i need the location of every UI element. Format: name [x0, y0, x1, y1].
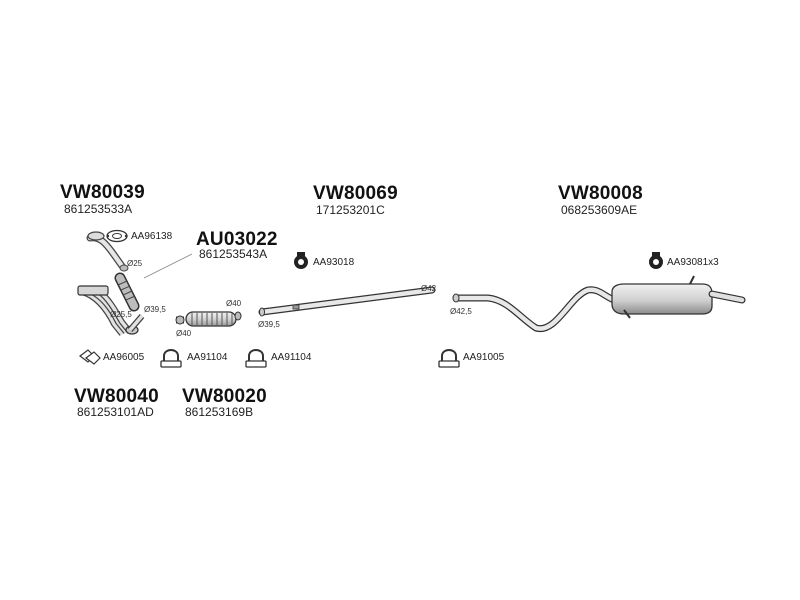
hanger-icon — [294, 252, 308, 269]
code-vw80040: VW80040 — [74, 386, 159, 407]
dim-d42: Ø42 — [421, 284, 437, 293]
ref-gasket: AA96138 — [131, 231, 173, 242]
flange-gasket-icon — [79, 349, 101, 365]
code-vw80039: VW80039 — [60, 182, 145, 203]
part-no-vw80039: 861253533A — [64, 202, 133, 216]
code-vw80069: VW80069 — [313, 183, 398, 204]
rear-silencer-assembly — [452, 275, 746, 332]
clamp-icon-1 — [160, 349, 182, 368]
clamp-icon-3 — [438, 349, 460, 368]
code-vw80020: VW80020 — [182, 386, 267, 407]
part-no-vw80040: 861253101AD — [77, 405, 154, 419]
front-silencer — [175, 311, 242, 327]
rear-hanger-icon — [649, 252, 663, 269]
front-downpipe — [86, 231, 129, 272]
dim-d25-5: Ø25,5 — [110, 310, 132, 319]
code-vw80008: VW80008 — [558, 183, 643, 204]
ref-clamp-2: AA91104 — [271, 352, 312, 363]
part-no-vw80020: 861253169B — [185, 405, 254, 419]
dim-d25: Ø25 — [127, 259, 143, 268]
ref-flange-gasket: AA96005 — [103, 352, 145, 363]
intermediate-pipe — [258, 286, 436, 317]
part-no-vw80069: 171253201C — [316, 203, 385, 217]
ref-clamp-3: AA91005 — [463, 352, 505, 363]
dim-d39-5-a: Ø39,5 — [144, 305, 166, 314]
gasket-icon — [106, 229, 128, 243]
ref-hanger: AA93018 — [313, 257, 355, 268]
dim-d42-5: Ø42,5 — [450, 307, 472, 316]
leader-line — [143, 253, 193, 279]
part-no-vw80008: 068253609AE — [561, 203, 638, 217]
ref-clamp-1: AA91104 — [187, 352, 228, 363]
dim-d39-5-b: Ø39,5 — [258, 320, 280, 329]
ref-hanger-rear: AA93081x3 — [667, 257, 719, 268]
flex-pipe — [114, 272, 140, 312]
exhaust-manifold — [77, 285, 145, 336]
dim-d40-b: Ø40 — [176, 329, 192, 338]
part-no-au03022: 861253543A — [199, 247, 268, 261]
dim-d40-a: Ø40 — [226, 299, 242, 308]
code-au03022: AU03022 — [196, 229, 278, 250]
clamp-icon-2 — [245, 349, 267, 368]
